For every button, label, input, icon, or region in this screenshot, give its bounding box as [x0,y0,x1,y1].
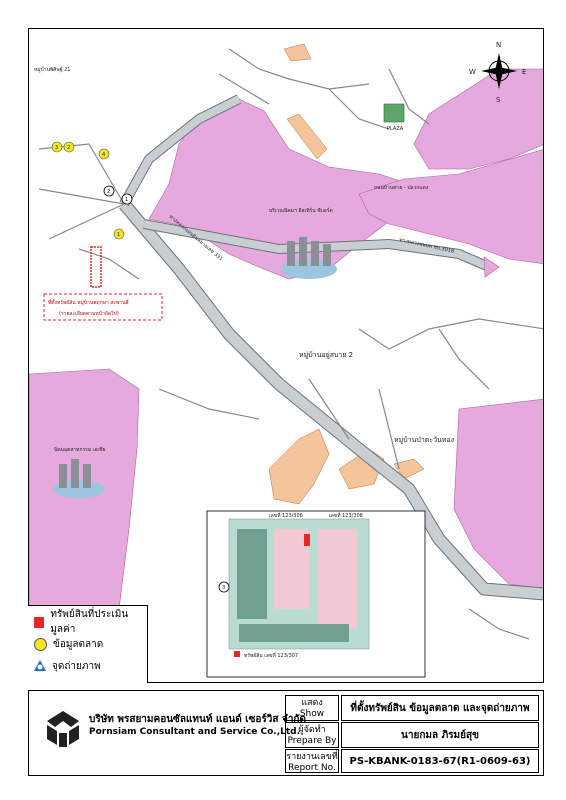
prepare-header-th: ผู้จัดทำ [298,725,326,735]
label-village-2: หมู่บ้านอยู่สบาย 2 [299,351,353,359]
inset-caption: ทรัพย์สิน เลขที่ 123/307 [244,652,298,659]
company-logo-icon [47,711,79,747]
map-frame: N S W E 3 2 4 1 2 1 หมู่บ้านพิศิษฐ์ 21 ห… [28,28,544,683]
market-label-3: 3 [55,145,58,151]
subject-note: ที่ตั้งทรัพย์สิน หมู่บ้านพฤกษา สะพานสี่ [48,297,129,306]
market-label-2: 2 [67,145,70,151]
label-factory-area: บริเวณนิคมฯ อีสเทิร์น ซีบอร์ด [269,207,333,214]
subject-note-2: (รายละเอียดตามหน้าถัดไป) [59,310,119,317]
label-plaza: PLAZA [387,126,404,132]
legend-photo: จุดถ่ายภาพ [34,658,101,674]
show-header-th: แสดง [301,698,323,708]
factory-icon [281,237,337,279]
show-header-en: Show [299,709,325,719]
market-label-4: 4 [102,152,105,158]
inset-title-right: เลขที่ 123/308 [329,512,363,519]
subject-note-box [43,293,163,321]
report-header-en: Report No. [288,763,336,773]
inset-plan [206,510,426,678]
prepare-value: นายกมล ภิรมย์สุข [341,722,539,748]
compass-south: S [496,96,501,104]
factory-icon-west [53,459,105,498]
market-label-1: 1 [117,232,120,238]
village-zone-north [286,113,328,160]
legend-subject-label: ทรัพย์สินที่ประเมินมูลค่า [50,609,129,635]
village-zone-top [283,43,312,62]
legend-photo-label: จุดถ่ายภาพ [52,660,101,672]
compass-north: N [496,41,501,49]
compass-east: E [522,68,526,76]
legend-market: ข้อมูลตลาด [34,636,103,652]
local-roads [38,48,543,640]
show-value: ที่ตั้งทรัพย์สิน ข้อมูลตลาด และจุดถ่ายภา… [341,695,539,721]
label-industrial-estate: นิคมอุตสาหกรรม เอเชีย [54,446,106,453]
show-header: แสดง Show [285,695,339,721]
photo-points [103,185,133,205]
photo-point-icon [34,660,46,671]
compass-west: W [469,68,476,76]
report-header-th: รายงานเลขที่ [286,752,338,762]
legend-subject: ทรัพย์สินที่ประเมินมูลค่า [34,609,147,635]
photo-label-1: 1 [125,197,128,203]
report-value: PS-KBANK-0183-67(R1-0609-63) [341,749,539,773]
label-village-tanthong: หมู่บ้านป่าตะวันทอง [394,436,454,444]
market-points [51,141,125,240]
report-header: รายงานเลขที่ Report No. [285,749,339,773]
zone-north-east [413,68,543,170]
village-zone-1 [268,428,330,505]
location-map: N S W E 3 2 4 1 2 1 หมู่บ้านพิศิษฐ์ 21 ห… [29,41,543,678]
compass-icon [481,53,517,89]
zone-east-lower [453,398,543,590]
zone-east [358,149,543,265]
company-name-en: Pornsiam Consultant and Service Co.,Ltd. [89,727,301,737]
map-legend: ทรัพย์สินที่ประเมินมูลค่า ข้อมูลตลาด จุด… [28,605,148,683]
photo-point-3 [218,581,230,593]
company-name-th: บริษัท พรสยามคอนซัลแทนท์ แอนด์ เซอร์วิส … [89,714,306,725]
photo-label-2: 2 [107,189,110,195]
prepare-header-en: Prepare By [287,736,337,746]
plaza-icon [383,103,405,123]
inset-title-left: เลขที่ 123/306 [269,512,303,519]
label-road-east: ถนนบ้านค่าย - ปลวกแดง [374,184,429,191]
legend-market-label: ข้อมูลตลาด [53,638,104,650]
photo-label-3: 3 [222,585,225,591]
label-village-21: หมู่บ้านพิศิษฐ์ 21 [34,66,70,73]
prepare-header: ผู้จัดทำ Prepare By [285,722,339,748]
village-zone-3 [393,458,425,480]
subject-site-marker [90,246,102,288]
east-road-arrow [483,256,500,278]
market-swatch-icon [34,637,47,651]
subject-swatch-icon [34,616,45,628]
title-block: บริษัท พรสยามคอนซัลแทนท์ แอนด์ เซอร์วิส … [28,690,544,776]
